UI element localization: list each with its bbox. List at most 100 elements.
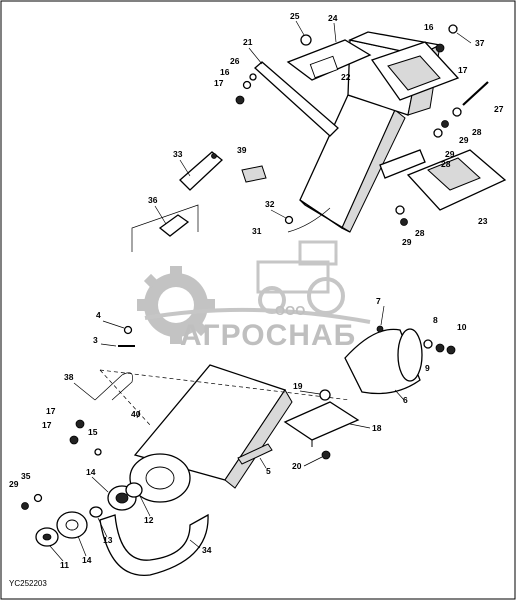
callout-27: 27 [494, 104, 504, 114]
callout-28: 28 [472, 127, 482, 137]
callout-10: 10 [457, 322, 467, 332]
callout-17: 17 [458, 65, 468, 75]
washer-28-a [452, 107, 462, 117]
bolt-15 [94, 448, 102, 456]
hose-31 [287, 207, 331, 233]
callout-29d: 29 [9, 479, 19, 489]
u-bolt-38 [94, 372, 133, 401]
washer-28-b [433, 128, 443, 138]
callout-21: 21 [243, 37, 253, 47]
callout-13: 13 [103, 535, 113, 545]
lower-chute-assembly [21, 325, 456, 576]
callout-3: 3 [93, 335, 98, 345]
washer-12 [125, 482, 143, 498]
pin-5 [237, 443, 273, 465]
callout-17c: 17 [46, 406, 56, 416]
callout-7: 7 [376, 296, 381, 306]
nut-17-b [69, 435, 79, 445]
bolt-4 [123, 325, 133, 335]
belt-34 [99, 513, 209, 576]
callout-36: 36 [148, 195, 158, 205]
callout-28c: 28 [415, 228, 425, 238]
figure-code: YC252203 [9, 579, 47, 588]
nut-17-top [435, 43, 445, 53]
callout-33: 33 [173, 149, 183, 159]
washer-28-c [395, 205, 405, 215]
nut-9 [435, 343, 445, 353]
nut-29-low [21, 502, 29, 510]
callout-4: 4 [96, 310, 101, 320]
bolt-16-top [448, 24, 458, 34]
callout-38: 38 [64, 372, 74, 382]
callout-24: 24 [328, 13, 338, 23]
clamp-33 [179, 151, 223, 191]
callout-17b: 17 [214, 78, 224, 88]
callout-9: 9 [425, 363, 430, 373]
centerline-40b [99, 369, 151, 426]
nut-10 [446, 345, 456, 355]
washer-16-left [242, 80, 252, 90]
callout-14: 14 [86, 467, 96, 477]
watermark-name: АГРОСНАБ [180, 319, 356, 352]
callout-12: 12 [144, 515, 154, 525]
callout-5: 5 [266, 466, 271, 476]
washer-35 [33, 493, 43, 503]
callout-18: 18 [372, 423, 382, 433]
bracket-36 [158, 214, 190, 237]
watermark-swoosh [144, 307, 371, 324]
bracket-opening [427, 157, 481, 191]
spout-bottom [299, 199, 351, 233]
flange-hub [115, 492, 129, 504]
bolt-7 [376, 325, 384, 333]
nut-20 [321, 450, 331, 460]
small-bracket-28 [379, 149, 426, 179]
sprocket-hub [42, 533, 52, 541]
washer-8 [423, 339, 433, 349]
bracket-18 [283, 401, 360, 441]
screw-32 [284, 215, 294, 225]
callout-16: 16 [424, 22, 434, 32]
shield-end [397, 328, 423, 382]
nut-17-a [75, 419, 85, 429]
callout-29b: 29 [445, 149, 455, 159]
callout-17d: 17 [42, 420, 52, 430]
callout-14b: 14 [82, 555, 92, 565]
pad-39 [241, 165, 267, 183]
bracket-36-outline [131, 204, 199, 252]
callout-6: 6 [403, 395, 408, 405]
callout-16b: 16 [220, 67, 230, 77]
callout-29c: 29 [402, 237, 412, 247]
clamp-bolt [211, 153, 217, 159]
callout-25: 25 [290, 11, 300, 21]
nut-17-left [235, 95, 245, 105]
callout-40: 40 [131, 409, 141, 419]
agrosnab-watermark: ООО АГРОСНАБ [137, 240, 371, 352]
watermark-prefix: ООО [275, 303, 305, 318]
upper-spout-assembly [131, 24, 507, 252]
bolt-27 [462, 81, 489, 106]
left-strip [254, 61, 339, 137]
drum-hub [145, 466, 175, 490]
bolt-19 [319, 389, 331, 401]
nut-29-c [400, 218, 408, 226]
callout-19: 19 [293, 381, 303, 391]
callout-35: 35 [21, 471, 31, 481]
nut-29-a [441, 120, 449, 128]
callout-34: 34 [202, 545, 212, 555]
callout-11: 11 [60, 560, 69, 570]
callout-37: 37 [475, 38, 485, 48]
callout-8: 8 [433, 315, 438, 325]
right-flange-opening [387, 55, 441, 91]
callout-22: 22 [341, 72, 351, 82]
callout-20: 20 [292, 461, 302, 471]
leader-lines [49, 20, 472, 562]
plate-slot [309, 55, 339, 79]
flange-lower-hub [65, 519, 79, 531]
callout-23: 23 [478, 216, 488, 226]
callout-39: 39 [237, 145, 247, 155]
callout-26: 26 [230, 56, 240, 66]
washer-26 [249, 73, 257, 81]
bolt-25 [300, 34, 312, 46]
